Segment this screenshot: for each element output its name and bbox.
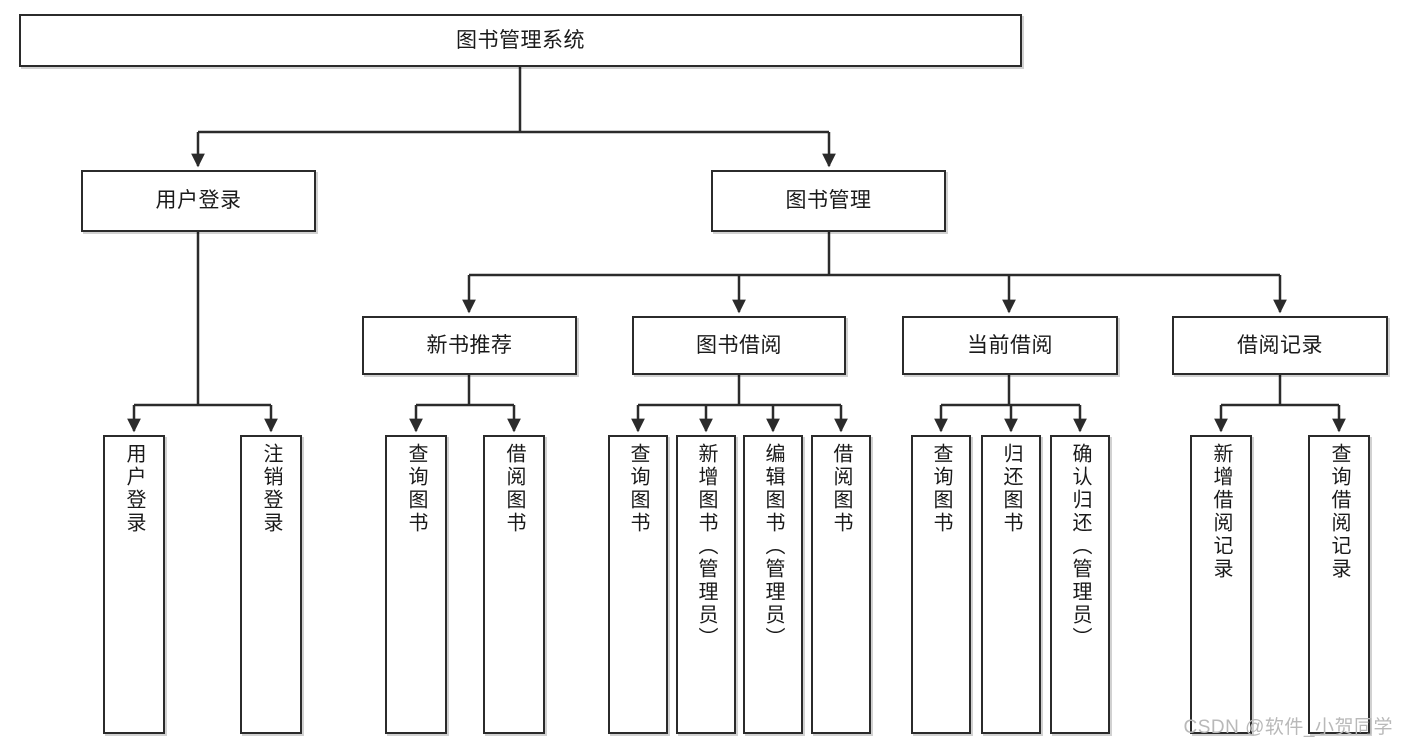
node-book-borrow-label: 图书借阅: [696, 333, 782, 357]
connector-group-root: [191, 67, 836, 168]
node-new-book-recommend[interactable]: 新书推荐: [362, 316, 577, 375]
node-borrow-record[interactable]: 借阅记录: [1172, 316, 1388, 375]
node-leaf-confirm-return-admin[interactable]: 确认归还（管理员）: [1050, 435, 1110, 734]
node-new-book-recommend-label: 新书推荐: [426, 333, 513, 357]
node-leaf-confirm-return-admin-label: 确认归还（管理员）: [1069, 443, 1091, 650]
connector-group-new-book-recommend: [409, 375, 521, 433]
node-book-management[interactable]: 图书管理: [711, 170, 946, 232]
node-leaf-return-book[interactable]: 归还图书: [981, 435, 1041, 734]
node-leaf-query-borrow-record-label: 查询借阅记录: [1328, 443, 1350, 581]
node-root-label: 图书管理系统: [456, 28, 585, 52]
connector-group-book-management: [462, 232, 1287, 314]
node-borrow-record-label: 借阅记录: [1237, 333, 1323, 357]
node-leaf-add-book-admin-label: 新增图书（管理员）: [695, 443, 717, 650]
node-leaf-query-book-borrow[interactable]: 查询图书: [608, 435, 668, 734]
node-leaf-query-book-current-label: 查询图书: [930, 443, 952, 535]
node-leaf-return-book-label: 归还图书: [1000, 443, 1022, 535]
csdn-watermark: CSDN @软件_小贺同学: [1183, 717, 1393, 738]
node-book-management-label: 图书管理: [785, 189, 872, 213]
node-leaf-logout-login-label: 注销登录: [260, 443, 282, 535]
node-leaf-borrow-book-recommend[interactable]: 借阅图书: [483, 435, 545, 734]
node-leaf-borrow-book-recommend-label: 借阅图书: [503, 443, 525, 535]
connector-group-current-borrow: [934, 375, 1087, 433]
node-leaf-query-book-recommend-label: 查询图书: [405, 443, 427, 535]
node-leaf-add-borrow-record[interactable]: 新增借阅记录: [1190, 435, 1252, 734]
node-leaf-query-book-borrow-label: 查询图书: [627, 443, 649, 535]
node-leaf-query-book-current[interactable]: 查询图书: [911, 435, 971, 734]
node-root[interactable]: 图书管理系统: [19, 14, 1022, 67]
node-user-login[interactable]: 用户登录: [81, 170, 316, 232]
node-leaf-logout-login[interactable]: 注销登录: [240, 435, 302, 734]
node-leaf-user-login-label: 用户登录: [123, 443, 145, 535]
connector-group-borrow-record: [1214, 375, 1346, 433]
node-leaf-borrow-book[interactable]: 借阅图书: [811, 435, 871, 734]
node-leaf-query-book-recommend[interactable]: 查询图书: [385, 435, 447, 734]
node-leaf-add-book-admin[interactable]: 新增图书（管理员）: [676, 435, 736, 734]
connector-group-book-borrow: [631, 375, 848, 433]
node-user-login-label: 用户登录: [155, 189, 242, 213]
connector-group-user-login: [127, 232, 278, 433]
node-leaf-user-login[interactable]: 用户登录: [103, 435, 165, 734]
node-leaf-borrow-book-label: 借阅图书: [830, 443, 852, 535]
node-current-borrow[interactable]: 当前借阅: [902, 316, 1118, 375]
node-leaf-add-borrow-record-label: 新增借阅记录: [1210, 443, 1232, 581]
node-book-borrow[interactable]: 图书借阅: [632, 316, 846, 375]
node-current-borrow-label: 当前借阅: [967, 333, 1053, 357]
node-leaf-edit-book-admin[interactable]: 编辑图书（管理员）: [743, 435, 803, 734]
node-leaf-query-borrow-record[interactable]: 查询借阅记录: [1308, 435, 1370, 734]
node-leaf-edit-book-admin-label: 编辑图书（管理员）: [762, 443, 784, 650]
